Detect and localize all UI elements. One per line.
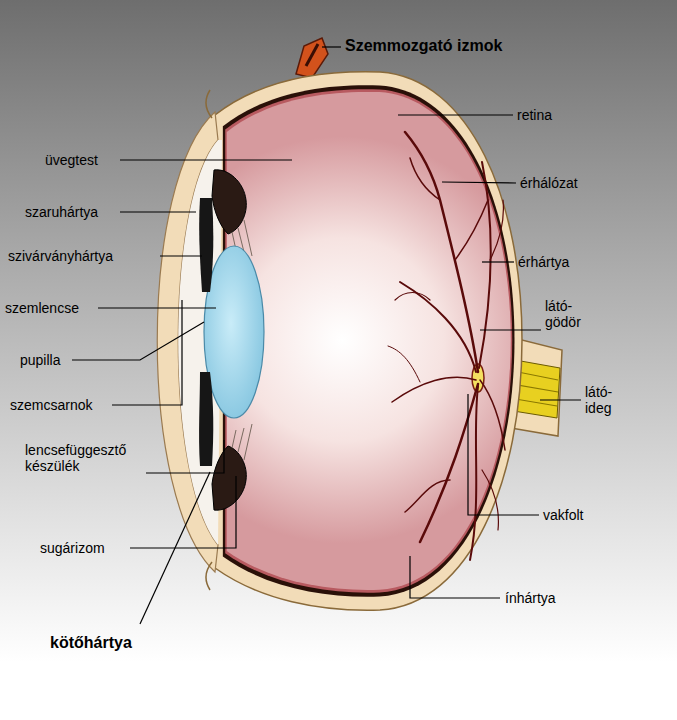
retina <box>225 89 512 592</box>
part-label: szivárványhártya <box>8 248 113 264</box>
part-label-box: látó- gödör <box>545 298 581 330</box>
part-label-box: szemlencse <box>5 300 79 316</box>
part-label-box: retina <box>517 107 552 123</box>
iris <box>199 198 213 292</box>
part-label-box: szemcsarnok <box>10 397 92 413</box>
part-label: sugárizom <box>40 540 105 556</box>
part-label: érhálózat <box>520 175 578 191</box>
part-label: üvegtest <box>45 152 98 168</box>
part-label-box: érhártya <box>518 254 569 270</box>
eye-muscle <box>296 38 328 78</box>
choroid <box>223 85 515 597</box>
part-label-box: pupilla <box>20 352 60 368</box>
part-label-box: szaruhártya <box>25 204 98 220</box>
ciliary-body <box>212 446 246 510</box>
part-label: látó- ideg <box>585 384 612 416</box>
part-label: lencsefüggesztő készülék <box>25 442 126 474</box>
part-label: szemlencse <box>5 300 79 316</box>
iris <box>199 372 213 466</box>
part-label-box: vakfolt <box>543 507 583 523</box>
part-label-box: érhálózat <box>520 175 578 191</box>
part-label: szemcsarnok <box>10 397 92 413</box>
ciliary-body <box>212 170 246 234</box>
conjunctiva <box>206 90 212 590</box>
blood-vessels <box>388 132 505 560</box>
part-label: kötőhártya <box>50 634 132 652</box>
part-label: látó- gödör <box>545 298 581 330</box>
part-label-box: szivárványhártya <box>8 248 113 264</box>
part-label-box: sugárizom <box>40 540 105 556</box>
part-label-box: Szemmozgató izmok <box>345 37 502 55</box>
leader-lines <box>72 47 581 624</box>
eye-muscle <box>306 44 318 66</box>
part-label: ínhártya <box>505 590 556 606</box>
part-label-box: üvegtest <box>45 152 98 168</box>
part-label-box: ínhártya <box>505 590 556 606</box>
part-label-box: kötőhártya <box>50 634 132 652</box>
part-label: vakfolt <box>543 507 583 523</box>
part-label: retina <box>517 107 552 123</box>
part-label: érhártya <box>518 254 569 270</box>
lens <box>204 246 264 418</box>
part-label: szaruhártya <box>25 204 98 220</box>
part-label: Szemmozgató izmok <box>345 37 502 55</box>
part-label: pupilla <box>20 352 60 368</box>
part-label-box: látó- ideg <box>585 384 612 416</box>
part-label-box: lencsefüggesztő készülék <box>25 442 126 474</box>
